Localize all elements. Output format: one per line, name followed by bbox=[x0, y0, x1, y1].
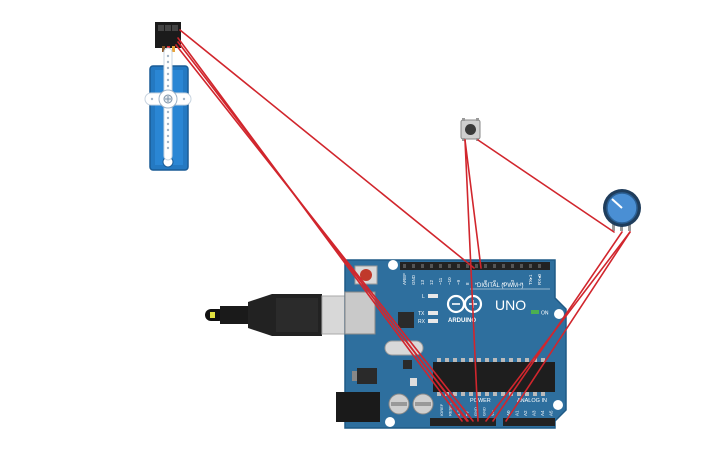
wire-button-ground[interactable] bbox=[464, 139, 479, 422]
pin-label: TX▸1 bbox=[528, 274, 533, 285]
pin-label: ~11 bbox=[438, 277, 443, 285]
led-tx-label: TX bbox=[418, 311, 425, 317]
push-button[interactable] bbox=[460, 118, 481, 141]
pin-label: 7 bbox=[474, 282, 479, 285]
led-rx-label: RX bbox=[418, 319, 426, 325]
pin-label: ~5 bbox=[492, 279, 497, 285]
wire-servo-power[interactable] bbox=[177, 37, 463, 422]
power-led-label: ON bbox=[541, 311, 549, 317]
wires[interactable] bbox=[175, 29, 631, 422]
pin-label: GND bbox=[482, 407, 487, 416]
digital-header[interactable] bbox=[400, 262, 550, 270]
wire-pot-signal[interactable] bbox=[505, 231, 631, 422]
status-leds: L TX RX bbox=[418, 294, 438, 325]
potentiometer-knob-indicator bbox=[611, 198, 623, 209]
pin-label: A1 bbox=[515, 410, 520, 416]
wire-button-pot[interactable] bbox=[477, 139, 615, 233]
pin-label: IOREF bbox=[439, 403, 444, 416]
servo-horn[interactable] bbox=[144, 47, 192, 161]
pin-label: RX◂0 bbox=[537, 273, 542, 285]
led-l-label: L bbox=[422, 294, 425, 300]
analog-header[interactable] bbox=[503, 418, 555, 426]
model-text: UNO bbox=[495, 297, 526, 313]
voltage-regulator bbox=[352, 368, 377, 384]
digital-pin-labels: AREF GND 13 12 ~11 ~10 ~9 8 7 ~6 ~5 4 ~3 2 TX▸1 RX◂0 bbox=[402, 273, 542, 285]
servo-motor[interactable] bbox=[144, 22, 192, 171]
usb-jack bbox=[344, 291, 376, 335]
digital-header-label: DIGITAL (PWM~) bbox=[477, 283, 524, 289]
pin-label: ~9 bbox=[456, 279, 461, 285]
power-section-label: POWER bbox=[470, 398, 491, 404]
pin-label: 13 bbox=[420, 279, 425, 285]
pin-label: A5 bbox=[549, 410, 554, 416]
pin-label: A4 bbox=[540, 410, 545, 416]
atmega-chip bbox=[433, 358, 555, 396]
pin-label: 2 bbox=[519, 282, 524, 285]
wire-button-pin[interactable] bbox=[464, 139, 482, 269]
pin-label: AREF bbox=[402, 273, 407, 285]
dc-power-jack bbox=[336, 392, 380, 422]
pin-label: 12 bbox=[429, 279, 434, 285]
analog-section-label: ANALOG IN bbox=[517, 398, 547, 404]
pin-label: A0 bbox=[506, 410, 511, 416]
arduino-uno-board[interactable]: AREF GND 13 12 ~11 ~10 ~9 8 7 ~6 ~5 4 ~3 2 TX▸1 RX◂0 DI… bbox=[336, 259, 567, 429]
pin-label: A3 bbox=[532, 410, 537, 416]
pin-label: GND bbox=[411, 274, 416, 285]
pin-label: 8 bbox=[465, 282, 470, 285]
potentiometer[interactable] bbox=[603, 189, 641, 231]
brand-text: ARDUINO bbox=[448, 318, 476, 324]
pin-label: 3.3V bbox=[456, 407, 461, 416]
power-led: ON bbox=[531, 310, 549, 317]
usb-chip bbox=[398, 312, 414, 328]
wire-servo-signal[interactable] bbox=[179, 29, 475, 269]
capacitors bbox=[388, 393, 434, 415]
pin-label: A2 bbox=[523, 410, 528, 416]
pin-label: 4 bbox=[501, 282, 506, 285]
wire-pot-ground[interactable] bbox=[492, 231, 623, 422]
pin-label: ~6 bbox=[483, 279, 488, 285]
power-header[interactable] bbox=[430, 418, 496, 426]
pin-label: RESET bbox=[448, 402, 453, 416]
pin-label: ~10 bbox=[447, 277, 452, 285]
pin-label: ~3 bbox=[510, 279, 515, 285]
pin-label: GND bbox=[473, 407, 478, 416]
